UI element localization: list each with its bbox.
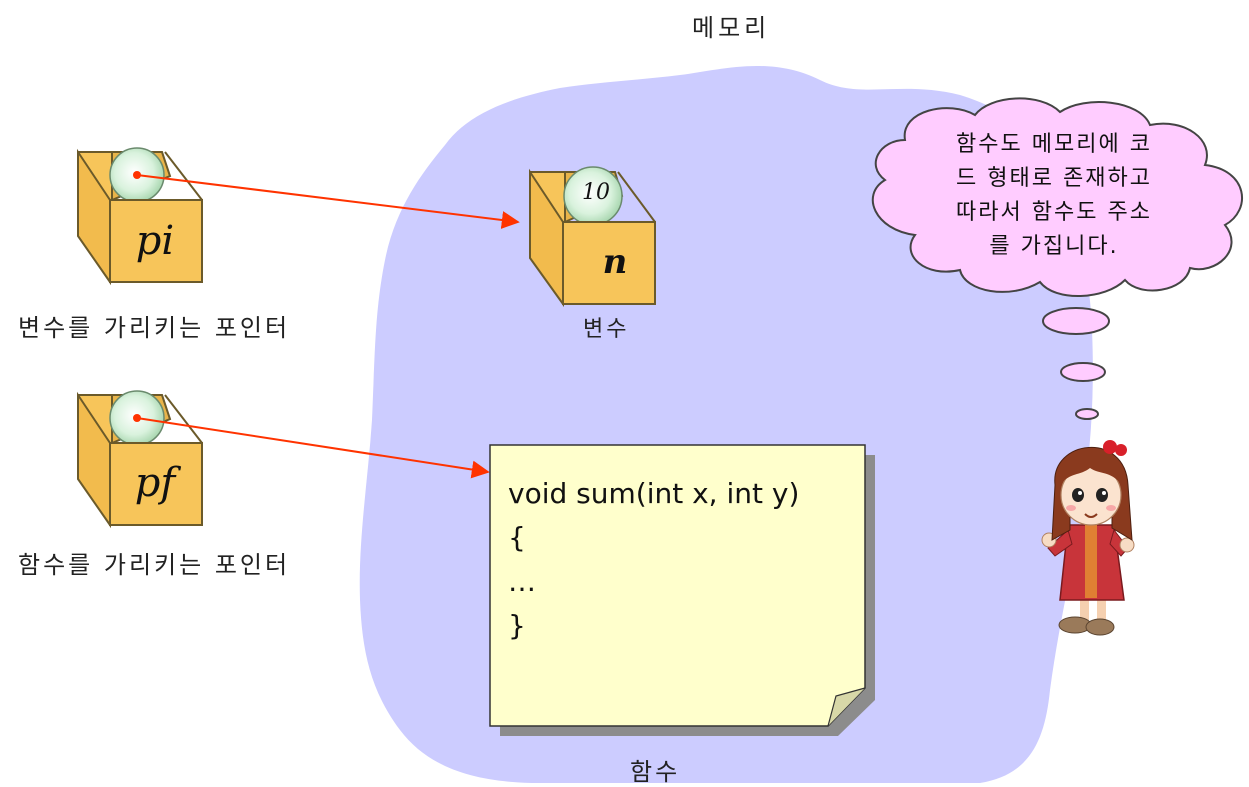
speech-line: 를 가집니다. bbox=[989, 234, 1119, 259]
function-caption: 함수 bbox=[630, 758, 681, 786]
arrow-pf-to-function bbox=[136, 417, 490, 479]
variable-value: 10 bbox=[582, 180, 610, 205]
speech-bubble-text: 함수도 메모리에 코 드 형태로 존재하고 따라서 함수도 주소 를 가집니다. bbox=[918, 128, 1190, 264]
pointer-name-pf: pf bbox=[134, 460, 176, 506]
code-line: } bbox=[508, 609, 526, 642]
thought-bubble bbox=[871, 97, 1243, 420]
pointer-to-function-caption: 함수를 가리키는 포인터 bbox=[18, 551, 291, 579]
arrow-pi-to-n bbox=[136, 174, 520, 229]
function-code: void sum(int x, int y) { … } bbox=[508, 472, 858, 648]
pointer-to-variable-caption: 변수를 가리키는 포인터 bbox=[18, 314, 291, 342]
variable-name-n: n bbox=[602, 242, 628, 282]
cloud-icon bbox=[871, 97, 1243, 298]
girl-character-icon bbox=[1041, 440, 1135, 636]
variable-caption: 변수 bbox=[583, 317, 630, 342]
variable-box-n bbox=[529, 166, 656, 308]
speech-line: 함수도 메모리에 코 bbox=[956, 132, 1152, 157]
code-line: void sum(int x, int y) bbox=[508, 477, 800, 510]
memory-title: 메모리 bbox=[692, 14, 771, 42]
pointer-name-pi: pi bbox=[135, 218, 175, 264]
speech-line: 드 형태로 존재하고 bbox=[956, 166, 1152, 191]
code-line: … bbox=[508, 565, 536, 598]
function-code-note bbox=[489, 444, 875, 736]
code-line: { bbox=[508, 521, 526, 554]
pointer-box-pf bbox=[77, 390, 203, 529]
speech-line: 따라서 함수도 주소 bbox=[956, 200, 1152, 225]
